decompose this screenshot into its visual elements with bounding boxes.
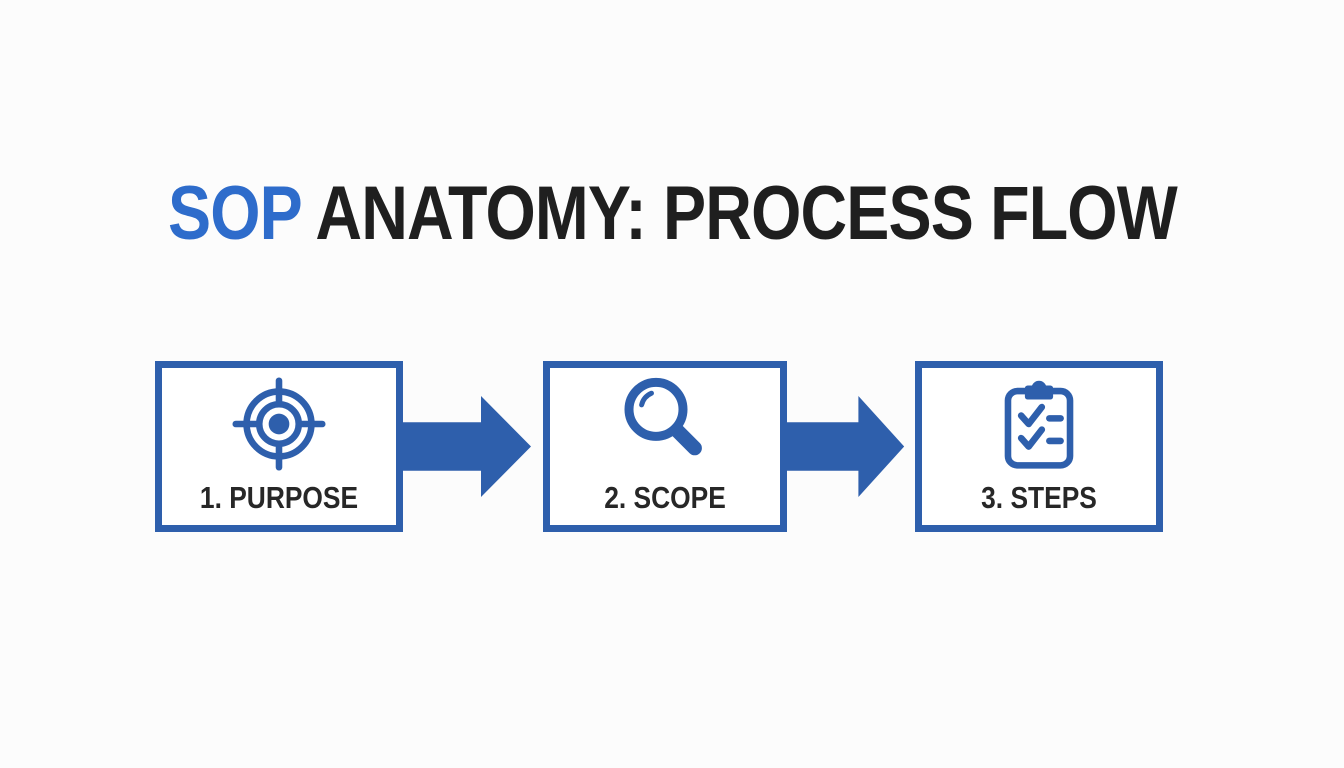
step-box-steps: 3. STEPS — [915, 361, 1163, 532]
step-label: 2. SCOPE — [604, 480, 726, 515]
title-highlight: SOP — [167, 171, 302, 256]
target-icon — [232, 377, 326, 476]
process-flow-diagram: 1. PURPOSE 2. SCOPE — [155, 361, 1163, 533]
title-rest: ANATOMY: PROCESS FLOW — [300, 171, 1177, 256]
step-label: 1. PURPOSE — [199, 480, 359, 515]
page-title: SOP ANATOMY: PROCESS FLOW — [167, 171, 1178, 256]
checklist-clipboard-icon — [992, 377, 1086, 476]
title-row: SOP ANATOMY: PROCESS FLOW — [0, 174, 1344, 254]
step-label: 3. STEPS — [981, 480, 1097, 515]
magnifier-icon — [620, 377, 710, 472]
arrow-right-icon — [403, 394, 533, 499]
step-box-scope: 2. SCOPE — [543, 361, 787, 532]
step-box-purpose: 1. PURPOSE — [155, 361, 403, 532]
arrow-right-icon — [787, 394, 906, 499]
